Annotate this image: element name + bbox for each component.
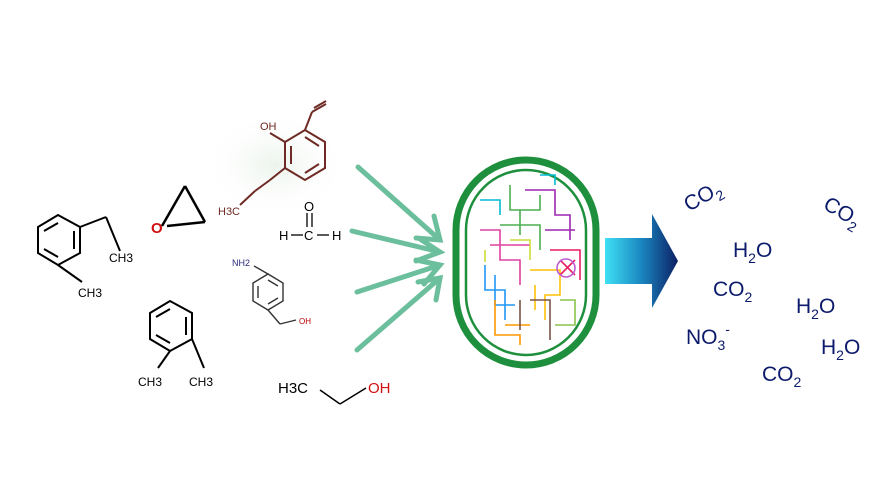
input-arrow-4: [354, 274, 444, 353]
product-label: CO2: [818, 192, 866, 235]
vanillin-oh: OH: [260, 121, 277, 133]
product-label: H2O: [796, 295, 835, 322]
ethanol-oh: OH: [368, 380, 391, 397]
vanillin-molecule: [239, 100, 327, 206]
ethanol-h3c: H3C: [278, 380, 308, 397]
xylene-molecule-a: [37, 213, 121, 283]
formaldehyde-o: O: [304, 199, 314, 214]
epoxide-oxygen: O: [151, 220, 163, 237]
product-label: CO2: [762, 363, 802, 390]
aminobenzyl-nh2: NH2: [232, 258, 250, 268]
input-arrows: [349, 164, 446, 353]
product-label: CO2: [680, 177, 728, 220]
ethanol-molecule: [319, 387, 367, 405]
product-label: CO2: [713, 278, 753, 305]
bacterial-cell: [452, 156, 600, 369]
output-arrow: [605, 214, 678, 308]
formaldehyde-molecule: [291, 213, 329, 236]
epoxide-molecule: [160, 185, 207, 228]
product-label: H2O: [733, 239, 772, 266]
formaldehyde-c: C: [304, 228, 313, 243]
product-label: NO3-: [686, 321, 730, 353]
product-label: H2O: [821, 336, 860, 363]
xylene-b-ch3-right: CH3: [189, 375, 213, 389]
formaldehyde-h-right: H: [332, 228, 341, 243]
xylene-b-ch3-left: CH3: [138, 375, 162, 389]
xylene-a-ch3-top: CH3: [109, 251, 133, 265]
aminobenzyl-molecule: [252, 265, 297, 325]
xylene-a-ch3-bottom: CH3: [78, 286, 102, 300]
metabolic-network: [480, 174, 581, 345]
xylene-molecule-b: [149, 299, 205, 369]
input-arrow-1: [355, 164, 444, 243]
formaldehyde-h-left: H: [279, 228, 288, 243]
aminobenzyl-oh: OH: [299, 317, 311, 326]
input-arrow-2: [349, 228, 446, 264]
vanillin-h3c: H3C: [218, 206, 240, 218]
